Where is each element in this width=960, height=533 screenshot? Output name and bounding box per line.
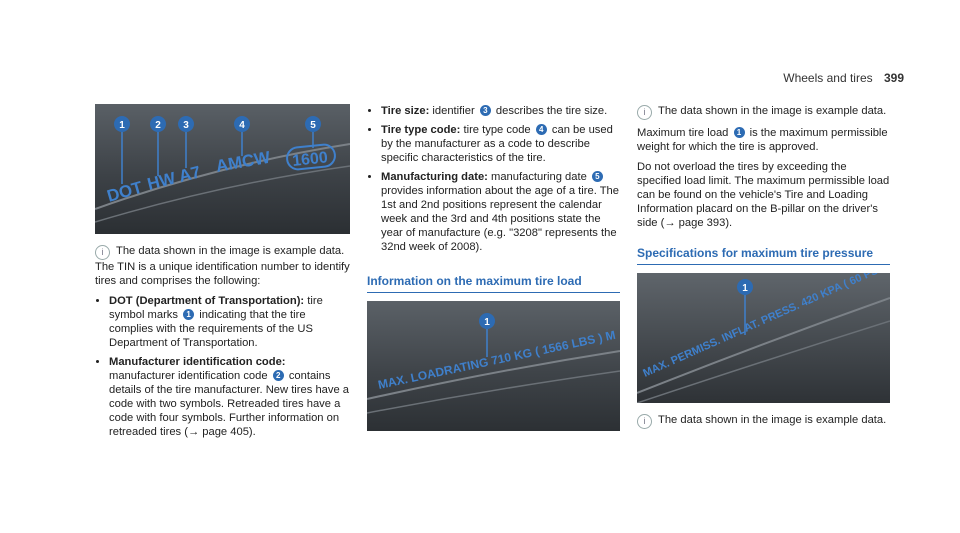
tin-list: DOT (Department of Transportation): tire… bbox=[95, 294, 350, 439]
tire-sidewall-photo-tin: DOT HW A7 AMCW 1600 1 2 3 4 5 bbox=[95, 104, 350, 234]
info-icon: i bbox=[637, 414, 652, 429]
tire-sidewall-photo-load: MAX. LOADRATING 710 KG ( 1566 LBS ) M 1 bbox=[367, 301, 620, 431]
callout-badge: 1 bbox=[733, 127, 745, 138]
max-load-paragraph: Maximum tire load 1 is the maximum permi… bbox=[637, 127, 888, 153]
page-number: 399 bbox=[883, 71, 904, 85]
load-rating-text: MAX. LOADRATING 710 KG ( 1566 LBS ) M bbox=[377, 328, 617, 392]
column-3: i The data shown in the image is example… bbox=[637, 104, 890, 429]
list-item: Tire type code: tire type code 4 can be … bbox=[381, 123, 620, 165]
callout-3: 3 bbox=[183, 120, 189, 131]
column-1: DOT HW A7 AMCW 1600 1 2 3 4 5 i The data… bbox=[95, 104, 350, 444]
callout-badge: 1 bbox=[183, 309, 195, 320]
list-item: DOT (Department of Transportation): tire… bbox=[109, 294, 350, 350]
example-data-note: i The data shown in the image is example… bbox=[637, 413, 890, 429]
callout-badge: 4 bbox=[535, 124, 547, 135]
section-title-max-load: Information on the maximum tire load bbox=[367, 274, 620, 293]
tire-sidewall-photo-pressure: MAX. PERMISS. INFLAT. PRESS. 420 KPA ( 6… bbox=[637, 273, 890, 403]
callout-1: 1 bbox=[742, 283, 748, 294]
callout-badge: 3 bbox=[479, 105, 491, 116]
callout-badge: 2 bbox=[272, 370, 284, 381]
callout-1: 1 bbox=[119, 120, 125, 131]
list-item: Tire size: identifier 3 describes the ti… bbox=[381, 104, 620, 118]
callout-1: 1 bbox=[484, 317, 490, 328]
note-text: The data shown in the image is example d… bbox=[658, 414, 887, 426]
example-data-note: i The data shown in the image is example… bbox=[637, 104, 890, 120]
section-name: Wheels and tires bbox=[783, 71, 873, 85]
info-icon: i bbox=[637, 105, 652, 120]
tin-intro: The TIN is a unique identification numbe… bbox=[95, 261, 350, 287]
list-item: Manufacturing date: manufacturing date 5… bbox=[381, 170, 620, 254]
example-data-note: i The data shown in the image is example… bbox=[95, 244, 350, 260]
info-icon: i bbox=[95, 245, 110, 260]
label-date-code: 1600 bbox=[291, 149, 328, 170]
tin-list-continued: Tire size: identifier 3 describes the ti… bbox=[367, 104, 620, 254]
label-dot: DOT bbox=[105, 178, 145, 206]
overload-paragraph: Do not overload the tires by exceeding t… bbox=[637, 161, 890, 229]
section-title-max-pressure: Specifications for maximum tire pressure bbox=[637, 246, 890, 265]
page-header: Wheels and tires 399 bbox=[783, 71, 904, 85]
list-item: Manufacturer identification code: manufa… bbox=[109, 355, 350, 439]
note-text: The data shown in the image is example d… bbox=[116, 245, 345, 257]
label-hw: HW A7 bbox=[145, 162, 202, 194]
column-2: Tire size: identifier 3 describes the ti… bbox=[367, 104, 620, 431]
callout-badge: 5 bbox=[591, 171, 603, 182]
pressure-text: MAX. PERMISS. INFLAT. PRESS. 420 KPA ( 6… bbox=[641, 273, 889, 380]
label-amcw: AMCW bbox=[214, 148, 272, 176]
note-text: The data shown in the image is example d… bbox=[658, 105, 887, 117]
callout-2: 2 bbox=[155, 120, 161, 131]
callout-5: 5 bbox=[310, 120, 316, 131]
callout-4: 4 bbox=[239, 120, 245, 131]
